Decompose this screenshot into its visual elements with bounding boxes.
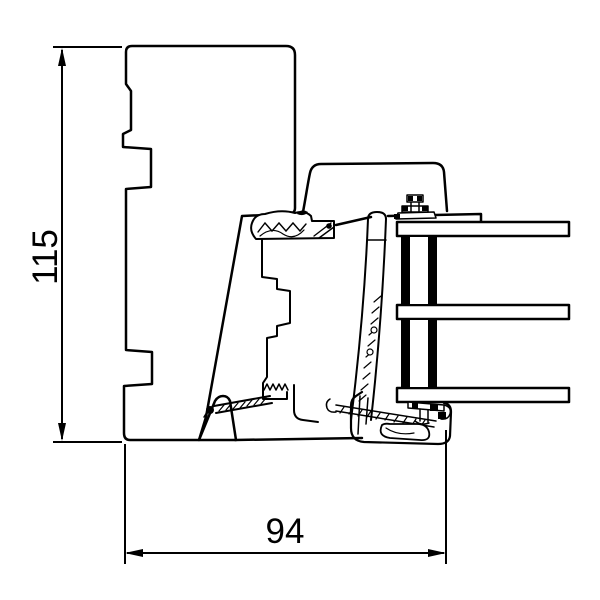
- spacer-bar-2: [401, 318, 437, 389]
- bottom-clip-dot-1: [412, 403, 418, 409]
- center-seal-bump: [197, 394, 238, 442]
- frame-profile: [121, 44, 364, 442]
- glazing-unit: [394, 194, 571, 425]
- center-gasket-arm: [203, 395, 273, 418]
- bottom-clip-foot: [414, 420, 430, 425]
- bottom-clip-dot-3: [438, 412, 446, 419]
- bottom-clip-dot-2: [430, 404, 438, 411]
- packer-right-edge: [370, 218, 387, 421]
- bead-small-hook: [325, 398, 337, 413]
- glass-pane-2: [395, 303, 571, 321]
- spacer-2-right-bar: [428, 319, 436, 388]
- gasket-black-blob: [297, 210, 308, 216]
- spacer-1-left-bar: [402, 236, 410, 305]
- glass-pane-1: [395, 220, 571, 238]
- sash-underside-line: [334, 215, 373, 227]
- dimension-height-115: 115: [26, 46, 122, 443]
- bead-gasket-blob: [379, 422, 431, 441]
- top-clip-dot-left: [402, 206, 408, 211]
- dimension-width-94: 94: [124, 430, 447, 564]
- sash-inner-step-contour: [261, 235, 291, 400]
- arrowhead-down: [58, 423, 66, 441]
- frame-bottom-edge: [233, 436, 364, 442]
- gasket-foot-ribs: [263, 383, 289, 391]
- top-clip-cap: [406, 194, 424, 203]
- frame-outline: [121, 44, 297, 442]
- packer-left-edge: [350, 218, 369, 421]
- top-clip-stem: [410, 201, 420, 213]
- bottom-clip-hook: [440, 404, 452, 420]
- top-clip-dot-right: [422, 206, 428, 211]
- bead-left-hook: [293, 384, 319, 423]
- sash-top-outline: [301, 161, 449, 214]
- arrowhead-left: [125, 549, 143, 557]
- glass-pane-3: [395, 386, 571, 404]
- bottom-clip-stem: [419, 408, 429, 423]
- bead-band-hatch-ticks: [339, 406, 426, 427]
- dimension-label-width: 94: [266, 512, 305, 551]
- sash-profile: [203, 161, 483, 446]
- gasket-zigzag: [257, 221, 307, 233]
- bead-gasket-inner-line: [385, 427, 415, 435]
- frame-sash-gasket: [250, 210, 335, 240]
- bottom-glazing-bead: [293, 384, 453, 446]
- dimension-label-height: 115: [26, 229, 65, 285]
- top-clip-cap-dot-1: [408, 196, 413, 201]
- bottom-glazing-clip: [407, 401, 452, 425]
- top-clip-side-dot: [394, 214, 400, 219]
- gasket-arm-tail: [203, 408, 210, 418]
- top-clip-cap-dot-2: [417, 196, 422, 201]
- glazing-packer-column: [350, 211, 387, 421]
- spacer-2-left-bar: [402, 319, 410, 388]
- packer-cap: [367, 211, 387, 220]
- spacer-bar-1: [401, 235, 437, 306]
- gasket-wave: [259, 229, 305, 238]
- packer-blob-1: [370, 326, 378, 334]
- gasket-arm-hatch: [218, 397, 267, 412]
- top-clip-base: [395, 211, 437, 220]
- arrowhead-up: [58, 48, 66, 66]
- gasket-clip-dot: [326, 223, 332, 229]
- spacer-1-right-bar: [428, 236, 436, 305]
- top-glazing-clip: [394, 194, 437, 220]
- gasket-arm-lines: [213, 395, 273, 414]
- gasket-blob-outline: [250, 210, 335, 240]
- arrowhead-right: [428, 549, 446, 557]
- packer-blob-2: [366, 348, 374, 356]
